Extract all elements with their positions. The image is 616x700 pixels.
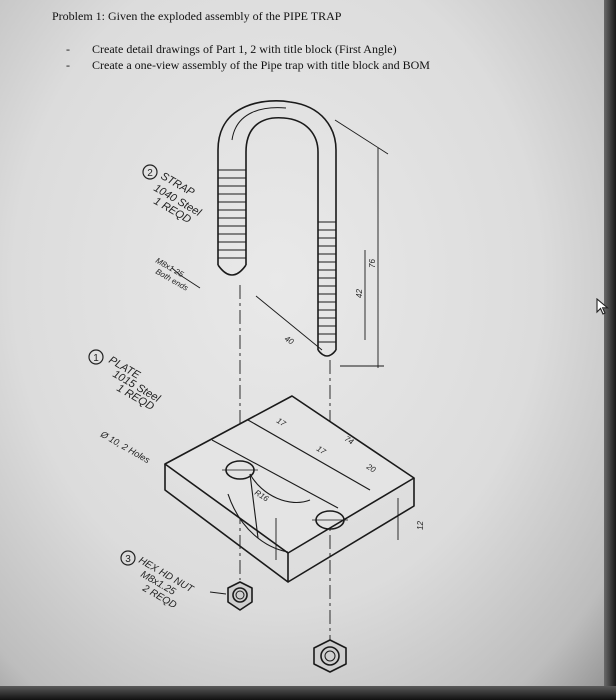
instruction-1: - Create detail drawings of Part 1, 2 wit… — [66, 42, 397, 57]
hex-nut-upper — [227, 581, 253, 611]
exploded-assembly-drawing: 2 1 3 STRAP 1040 Steel 1 REQD M8x1 25 Bo… — [88, 100, 425, 673]
plate-part — [164, 395, 415, 583]
problem-title: Problem 1: Given the exploded assembly o… — [52, 9, 342, 23]
balloon-2-number: 2 — [147, 168, 153, 179]
balloon-3-number: 3 — [125, 554, 131, 565]
dimension-lines — [171, 119, 389, 368]
dim-thread-length: 42 — [355, 289, 364, 298]
bullet-marker: - — [66, 42, 70, 56]
mouse-cursor-icon — [596, 298, 610, 315]
instruction-2-text: Create a one-view assembly of the Pipe t… — [92, 58, 430, 72]
balloon-1 — [88, 349, 104, 365]
instruction-2: - Create a one-view assembly of the Pipe … — [66, 58, 430, 73]
strap-part — [217, 100, 337, 357]
photo-frame-right — [604, 0, 616, 700]
balloon-3 — [120, 550, 136, 566]
instruction-1-text: Create detail drawings of Part 1, 2 with… — [92, 42, 397, 56]
dim-strap-height: 76 — [368, 259, 377, 268]
bullet-marker: - — [66, 58, 70, 72]
balloon-2 — [142, 164, 158, 180]
hex-nut-lower — [313, 639, 347, 673]
photo-frame-bottom — [0, 686, 616, 700]
dim-plate-thickness: 12 — [416, 521, 425, 530]
center-lines — [239, 285, 331, 640]
dim-leg-spacing: 40 — [283, 334, 296, 347]
holes-note: Ø 10, 2 Holes — [98, 429, 152, 466]
balloon-1-number: 1 — [93, 353, 99, 364]
